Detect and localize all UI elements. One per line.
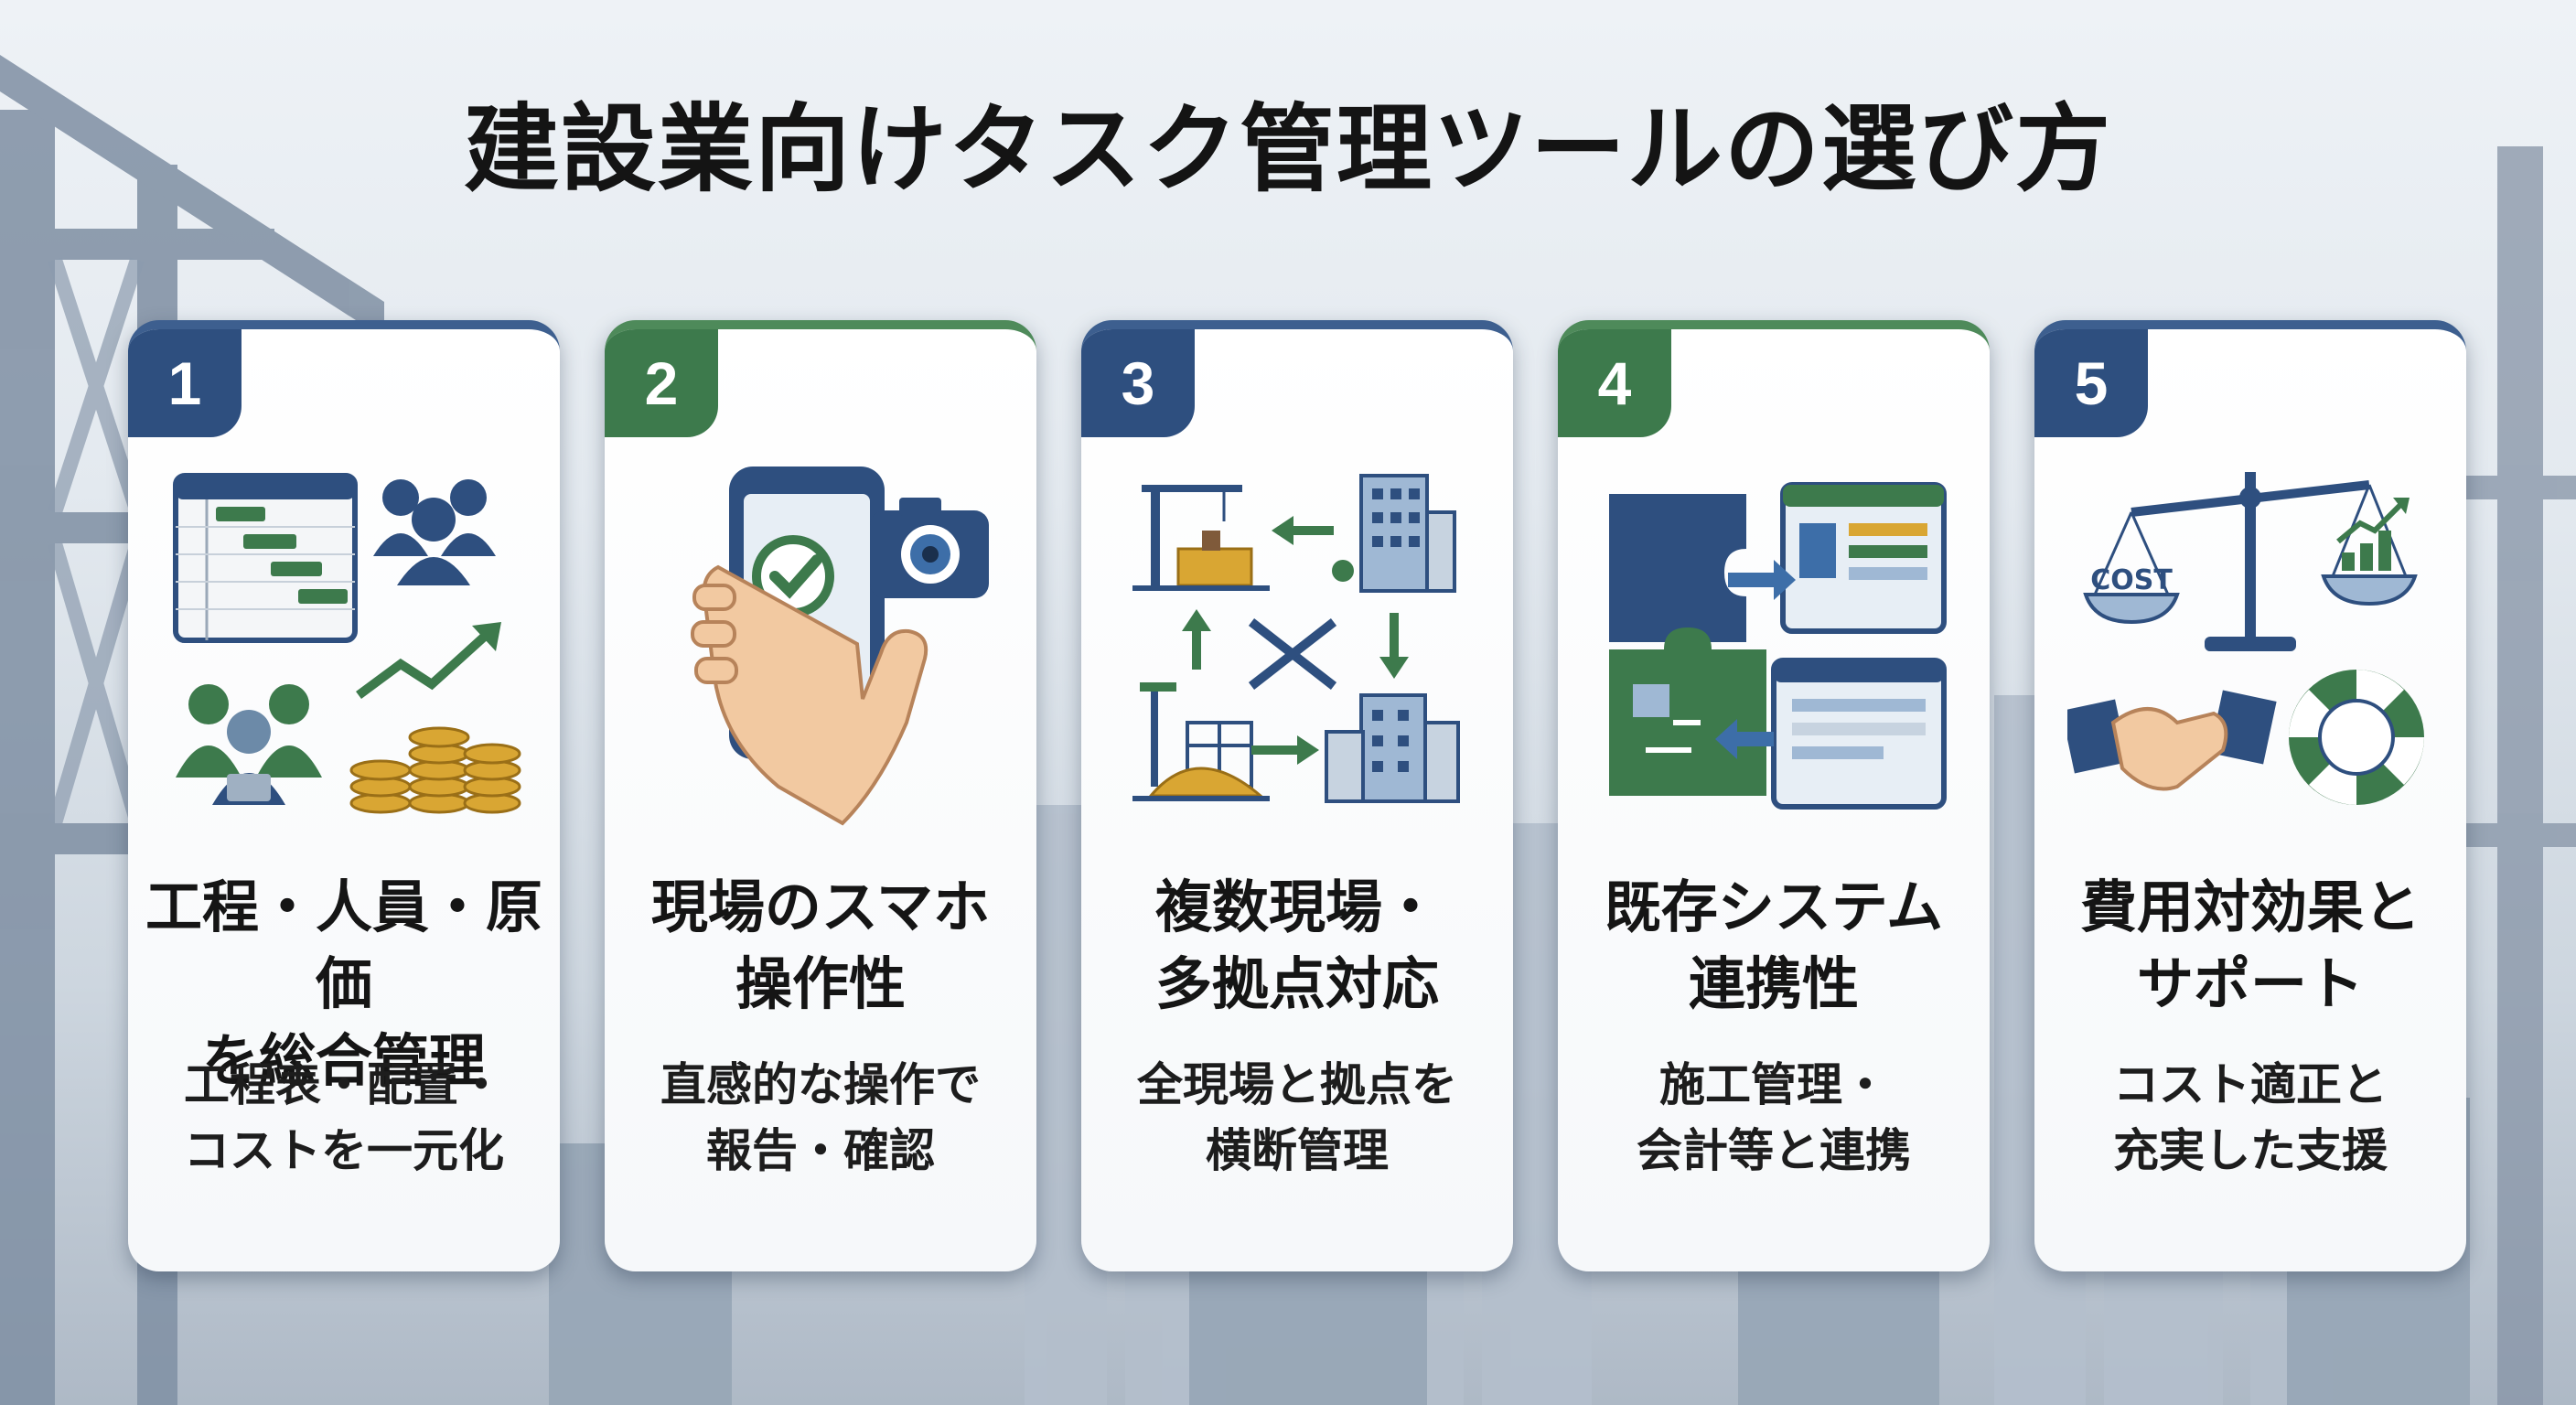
card-description: コスト適正と 充実した支援 xyxy=(2113,1058,2388,1177)
gantt-chart-icon xyxy=(173,473,358,643)
office-building-icon xyxy=(1332,474,1456,593)
camera-icon xyxy=(870,498,989,598)
card-number-badge: 2 xyxy=(605,329,718,437)
dashboard-window-icon xyxy=(1728,482,1947,634)
construction-site-icon xyxy=(1132,682,1270,801)
card-number-badge: 1 xyxy=(128,329,242,437)
cost-label: COST xyxy=(2090,564,2173,596)
card-description: 直感的な操作で 報告・確認 xyxy=(660,1058,981,1177)
card-1: 1 xyxy=(128,320,560,1271)
card-number-badge: 3 xyxy=(1081,329,1195,437)
handshake-icon xyxy=(2067,690,2277,791)
card-5: 5 COST xyxy=(2034,320,2466,1271)
card-5-illustration: COST xyxy=(2067,472,2424,805)
hand-icon xyxy=(691,564,928,826)
crane-site-icon xyxy=(1132,485,1270,591)
card-number-badge: 5 xyxy=(2034,329,2148,437)
card-description: 施工管理・ 会計等と連携 xyxy=(1637,1058,1911,1177)
report-window-icon xyxy=(1715,658,1947,810)
card-2-illustration xyxy=(691,467,989,826)
card-heading: 既存システム 連携性 xyxy=(1604,874,1944,1017)
card-4: 4 xyxy=(1558,320,1990,1271)
card-1-illustration xyxy=(173,473,521,814)
growth-chart-icon xyxy=(2336,498,2410,571)
card-description: 工程表・配置・ コストを一元化 xyxy=(184,1058,504,1177)
puzzle-pieces-icon xyxy=(1609,494,1766,796)
card-2: 2 現場のスマホ xyxy=(605,320,1036,1271)
worker-team-icon xyxy=(176,684,322,805)
coins-growth-icon xyxy=(349,622,521,814)
card-heading: 工程・人員・原価 を総合管理 xyxy=(145,874,542,1094)
card-3-illustration xyxy=(1132,474,1460,803)
lifebuoy-icon xyxy=(2289,670,2424,805)
card-description: 全現場と拠点を 横断管理 xyxy=(1137,1058,1457,1177)
arrows-icon xyxy=(1182,516,1409,765)
card-4-illustration xyxy=(1609,482,1947,810)
city-buildings-icon xyxy=(1325,693,1460,803)
card-heading: 複数現場・ 多拠点対応 xyxy=(1154,874,1439,1017)
team-icon xyxy=(373,479,496,585)
balance-scale-icon: COST xyxy=(2083,472,2418,651)
card-3: 3 xyxy=(1081,320,1513,1271)
card-heading: 費用対効果と サポート xyxy=(2079,874,2420,1017)
card-number-badge: 4 xyxy=(1558,329,1671,437)
card-heading: 現場のスマホ 操作性 xyxy=(650,874,991,1017)
card-row: 1 xyxy=(128,320,2466,1271)
page-title: 建設業向けタスク管理ツールの選び方 xyxy=(463,93,2112,205)
